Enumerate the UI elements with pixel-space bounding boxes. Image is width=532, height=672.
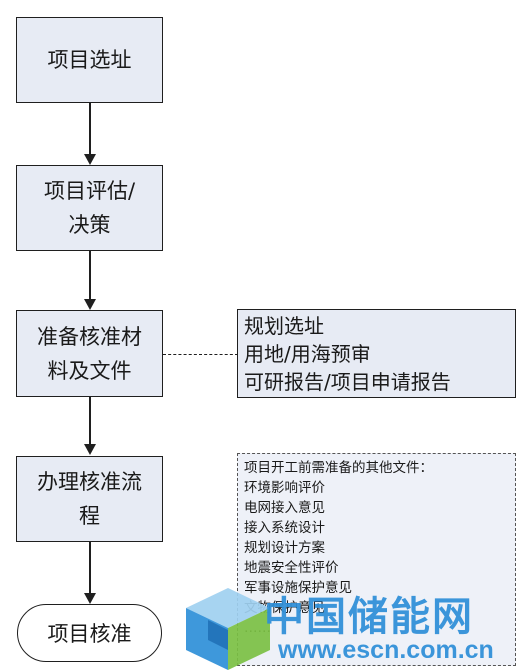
- step-label-line2: 料及文件: [47, 358, 132, 383]
- watermark-brand: 中国储能网: [264, 594, 474, 640]
- terminal-project-approval: 项目核准: [17, 604, 162, 662]
- step-label-line1: 准备核准材: [37, 324, 142, 349]
- connector-1: [89, 103, 91, 158]
- step-label-line2: 程: [79, 504, 100, 528]
- list-item: 接入系统设计: [244, 520, 325, 536]
- list-item: 地震安全性评价: [244, 560, 339, 576]
- step-label-line2: 决策: [68, 213, 111, 237]
- terminal-label: 项目核准: [47, 622, 132, 646]
- step-label-line1: 办理核准流: [37, 470, 142, 494]
- note-line: 用地/用海预审: [244, 342, 371, 366]
- step-evaluation-decision: 项目评估/ 决策: [16, 165, 163, 251]
- note-line: 可研报告/项目申请报告: [244, 370, 451, 394]
- connector-4: [89, 542, 91, 597]
- step-label-line1: 项目评估/: [43, 179, 136, 203]
- watermark-url: www.escn.com.cn: [278, 636, 494, 664]
- list-item: 规划设计方案: [244, 540, 325, 556]
- arrow-head-icon: [84, 593, 96, 604]
- other-files-list: 项目开工前需准备的其他文件： 环境影响评价 电网接入意见 接入系统设计 规划设计…: [237, 453, 516, 666]
- note-line: 规划选址: [244, 314, 324, 338]
- arrow-head-icon: [84, 444, 96, 455]
- list-item: 电网接入意见: [244, 500, 325, 516]
- list-item: 军事设施保护意见: [244, 580, 352, 596]
- dashed-connector: [163, 354, 238, 355]
- step-project-site-selection: 项目选址: [16, 17, 163, 103]
- connector-3: [89, 397, 91, 448]
- step-approval-process: 办理核准流 程: [16, 456, 163, 542]
- list-item: 环境影响评价: [244, 480, 325, 496]
- step-prepare-materials: 准备核准材 料及文件: [16, 310, 163, 397]
- step-label-line1: 项目选址: [47, 48, 132, 72]
- connector-2: [89, 251, 91, 303]
- watermark-logo: 中国储能网 www.escn.com.cn: [178, 580, 532, 672]
- arrow-head-icon: [84, 154, 96, 165]
- list-item: 项目开工前需准备的其他文件：: [244, 460, 433, 476]
- arrow-head-icon: [84, 299, 96, 310]
- materials-note: 规划选址 用地/用海预审 可研报告/项目申请报告: [237, 309, 516, 398]
- cube-logo-icon: [186, 588, 270, 670]
